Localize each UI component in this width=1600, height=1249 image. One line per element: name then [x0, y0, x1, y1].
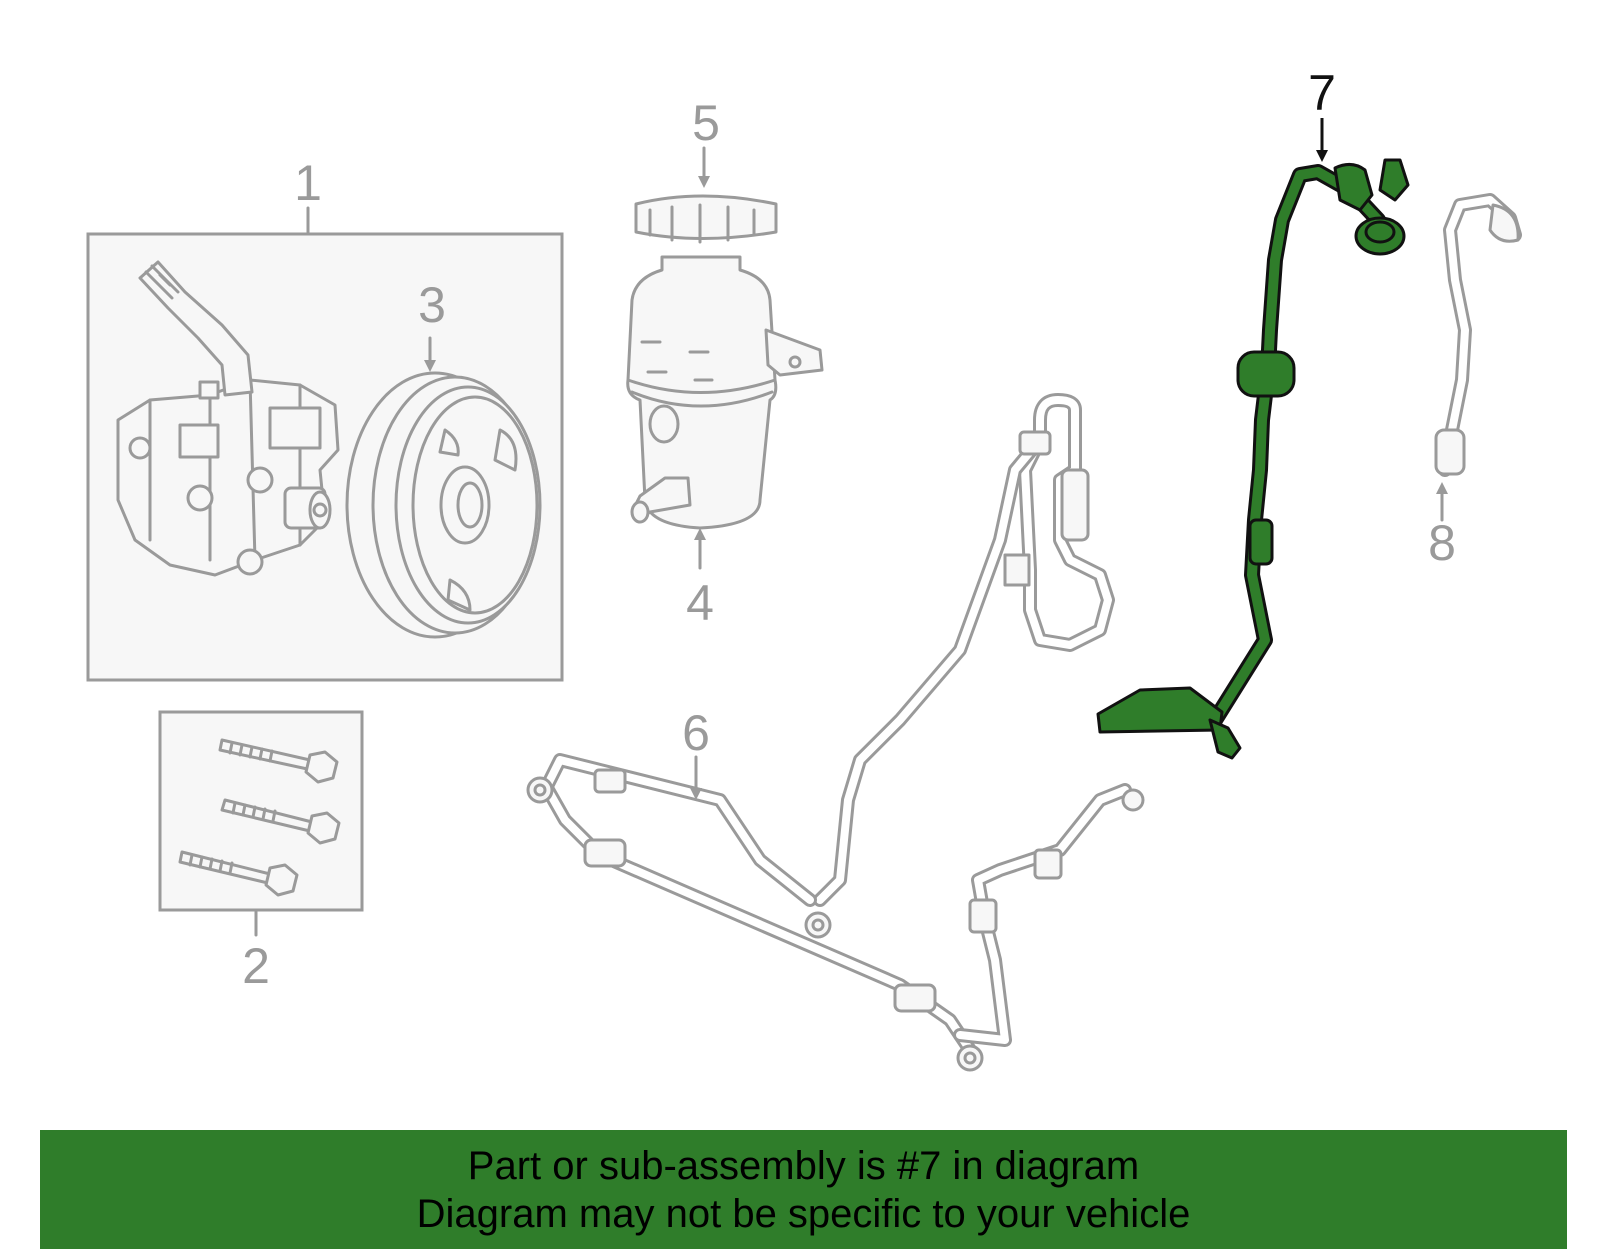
callout-4: 4 [686, 575, 714, 631]
callout-5: 5 [692, 95, 720, 151]
part-4-reservoir[interactable] [626, 255, 824, 570]
callout-3: 3 [418, 277, 446, 333]
banner-part-line: Part or sub-assembly is #7 in diagram [467, 1143, 1140, 1188]
callout-1: 1 [294, 155, 322, 211]
callout-6: 6 [682, 705, 710, 761]
part-7-return-hose-highlighted[interactable] [1096, 118, 1410, 760]
part-1-pump-assembly[interactable] [86, 206, 564, 682]
banner-disclaimer-line: Diagram may not be specific to your vehi… [416, 1191, 1191, 1236]
callout-7: 7 [1308, 65, 1336, 121]
callout-2: 2 [242, 938, 270, 994]
part-6-pressure-hose[interactable] [526, 393, 1145, 1072]
info-banner: Part or sub-assembly is #7 in diagram Di… [40, 1130, 1567, 1249]
part-2-bolts[interactable] [158, 710, 364, 937]
part-5-reservoir-cap[interactable] [634, 146, 778, 244]
parts-diagram: 1 2 3 4 5 6 7 8 [86, 65, 1522, 1072]
part-8-hose[interactable] [1434, 193, 1522, 522]
part-3-pulley[interactable] [345, 336, 542, 639]
callout-8: 8 [1428, 515, 1456, 571]
